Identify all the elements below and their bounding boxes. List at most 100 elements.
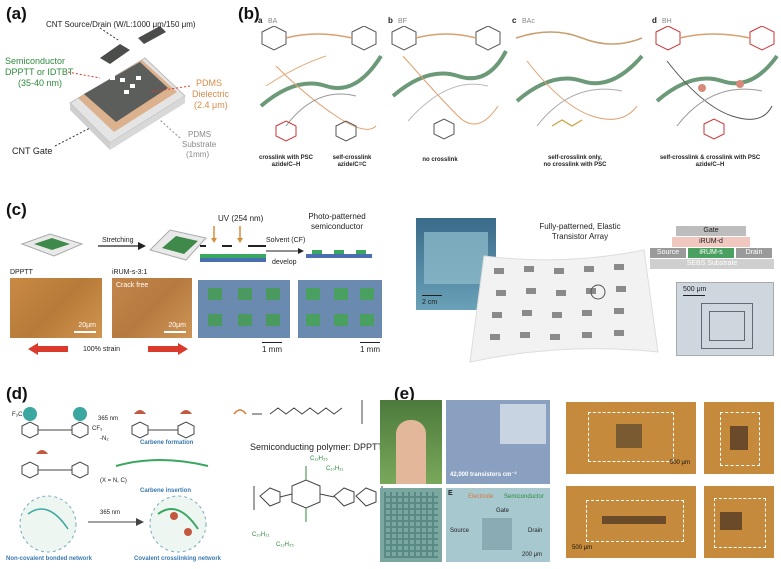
substrate-label-1: PDMS — [188, 130, 212, 139]
array-photo-scalebar — [422, 295, 442, 296]
cross-section-irum-d: iRUM-d — [672, 237, 750, 247]
cf3-label: CF₃ — [92, 426, 103, 432]
uv-365-label-1: 365 nm — [98, 416, 119, 422]
panel-e-label: (e) — [394, 384, 415, 403]
dielectric-label-1: PDMS — [196, 78, 223, 88]
semiconductor-label-e: Semiconductor — [504, 494, 545, 500]
c10h21-label-bottom: C₁₀H₂₁ — [252, 532, 270, 538]
irum-scalebar — [164, 331, 186, 333]
electrode-label: Electrode — [468, 494, 494, 500]
c12h25-label-bottom: C₁₂H₂₅ — [276, 542, 294, 548]
network-ba-illustration — [259, 26, 383, 142]
elastic-array-illustration — [469, 249, 659, 363]
dpptt-structure — [253, 466, 383, 522]
device-micrograph-e: E Electrode Semiconductor Gate Source Dr… — [446, 488, 550, 562]
c12h25-label-top: C₁₂H₂₅ — [310, 456, 328, 462]
micrograph-3-scalebar-label: 500 μm — [572, 545, 593, 551]
panel-b-sub-d-caption-1: self-crosslink & crosslink with PSC — [659, 155, 761, 161]
network-bac-illustration — [515, 31, 644, 127]
array-title-1: Fully-patterned, Elastic — [539, 222, 621, 231]
carbene-insertion-label: Carbene insertion — [140, 488, 192, 494]
panel-c-label: (c) — [6, 200, 27, 219]
transistor-micrograph: 500 μm — [676, 282, 774, 356]
substrate-label-2: Substrate — [182, 140, 217, 149]
gate-label-e: Gate — [496, 508, 510, 514]
uv-365-label-2: 365 nm — [100, 510, 121, 516]
panel-b-sub-a-caption2-1: self-crosslink — [332, 155, 372, 161]
cross-section-gate: Gate — [676, 226, 746, 236]
panel-b-sub-a-caption2-2: azide/C=C — [337, 162, 367, 168]
panel-a-arrows — [54, 27, 191, 147]
micrograph-1-scalebar-label: 500 μm — [669, 460, 690, 466]
transistor-density-micrograph: 42,000 transistors cm⁻² — [446, 400, 550, 484]
solvent-label-1: Solvent (CF) — [266, 237, 306, 244]
transistor-micrograph-1: 500 μm — [566, 402, 696, 474]
panel-b-sub-c-caption-2: no crosslink with PSC — [543, 162, 607, 168]
patterned-micrograph — [298, 280, 382, 338]
micrograph-scalebar-label: 500 μm — [683, 286, 707, 293]
uv-label: UV (254 nm) — [218, 214, 264, 223]
transistor-micrograph-2 — [704, 402, 774, 474]
xnc-label: (X = N, C) — [100, 478, 127, 484]
panel-b-sub-b-caption: no crosslink — [422, 157, 458, 163]
sublabel-e: E — [448, 490, 453, 497]
dielectric-label-3: (2.4 μm) — [194, 100, 228, 110]
strain-label: 100% strain — [83, 346, 120, 353]
panel-b-sub-d-caption-2: azide/C–H — [695, 162, 725, 168]
transistor-density-label: 42,000 transistors cm⁻² — [450, 472, 517, 478]
panel-d-label: (d) — [6, 384, 28, 403]
panel-b-label: (b) — [238, 4, 260, 23]
panel-b-sub-b-code: BF — [398, 18, 407, 25]
patterned-stack — [306, 250, 372, 258]
crosslink-chemistry-illustration — [19, 407, 209, 553]
transistor-micrograph-4 — [704, 486, 774, 558]
finger-photo — [380, 400, 442, 484]
uv-mask-illustration — [200, 226, 266, 262]
patterned-scalebar-label: 1 mm — [360, 345, 380, 354]
dpptt-label: DPPTT — [10, 269, 33, 276]
crosslinker-structure — [233, 400, 363, 424]
semiconductor-thickness: (35-40 nm) — [18, 78, 63, 88]
dielectric-label-2: Dielectric — [192, 89, 230, 99]
network-bh-illustration — [655, 26, 779, 140]
carbene-formation-label: Carbene formation — [140, 440, 194, 446]
transistor-cross-section: Gate iRUM-d Source iRUM-s Drain SEBS Sub… — [650, 226, 774, 294]
panel-b-sub-c-letter: c — [512, 16, 517, 25]
semiconducting-polymer-label: Semiconducting polymer: DPPTT — [250, 442, 384, 452]
patterned-scalebar — [360, 342, 380, 343]
semiconductor-materials: DPPTT or IDTBT — [5, 67, 74, 77]
array-photo-scalebar-label: 2 cm — [422, 299, 438, 306]
substrate-label-3: (1mm) — [186, 150, 210, 159]
irum-scalebar-label: 20μm — [168, 322, 186, 329]
stretching-label: Stretching — [102, 237, 134, 244]
array-title-2: Transistor Array — [551, 232, 609, 241]
device-stack-illustration — [69, 26, 186, 150]
n2-label: -N₂ — [100, 436, 109, 442]
uv-micrograph — [198, 280, 290, 338]
cross-section-source: Source — [650, 248, 686, 258]
strain-arrows — [28, 343, 188, 355]
array-photo: 2 cm — [416, 218, 496, 310]
cross-section-drain: Drain — [736, 248, 772, 258]
f3c-label: F₃C — [12, 412, 23, 418]
panel-b-sub-a-code: BA — [268, 18, 278, 25]
panel-b-sub-c-code: BAc — [522, 18, 535, 25]
uv-scalebar-label: 1 mm — [262, 345, 282, 354]
covalent-label: Covalent crosslinking network — [134, 556, 222, 562]
uv-scalebar — [262, 342, 282, 343]
array-pattern-photo — [380, 488, 442, 562]
semiconductor-label: Semiconductor — [5, 56, 66, 66]
crack-free-label: Crack free — [116, 282, 149, 289]
panel-b-sub-c-caption-1: self-crosslink only, — [548, 155, 602, 161]
gate-label: CNT Gate — [12, 146, 53, 156]
noncovalent-label: Non-covalent bonded network — [6, 556, 93, 562]
panel-a-label: (a) — [6, 4, 27, 23]
transistor-micrograph-3: 500 μm — [566, 486, 696, 558]
panel-b-sub-a-letter: a — [258, 16, 263, 25]
dpptt-micrograph: 20μm — [10, 278, 102, 338]
source-label-e: Source — [450, 528, 470, 534]
solvent-label-2: develop — [272, 259, 297, 266]
irum-micrograph: Crack free 20μm — [112, 278, 192, 338]
device-micrograph-scalebar-label: 200 μm — [522, 552, 543, 558]
develop-arrow — [266, 248, 304, 254]
